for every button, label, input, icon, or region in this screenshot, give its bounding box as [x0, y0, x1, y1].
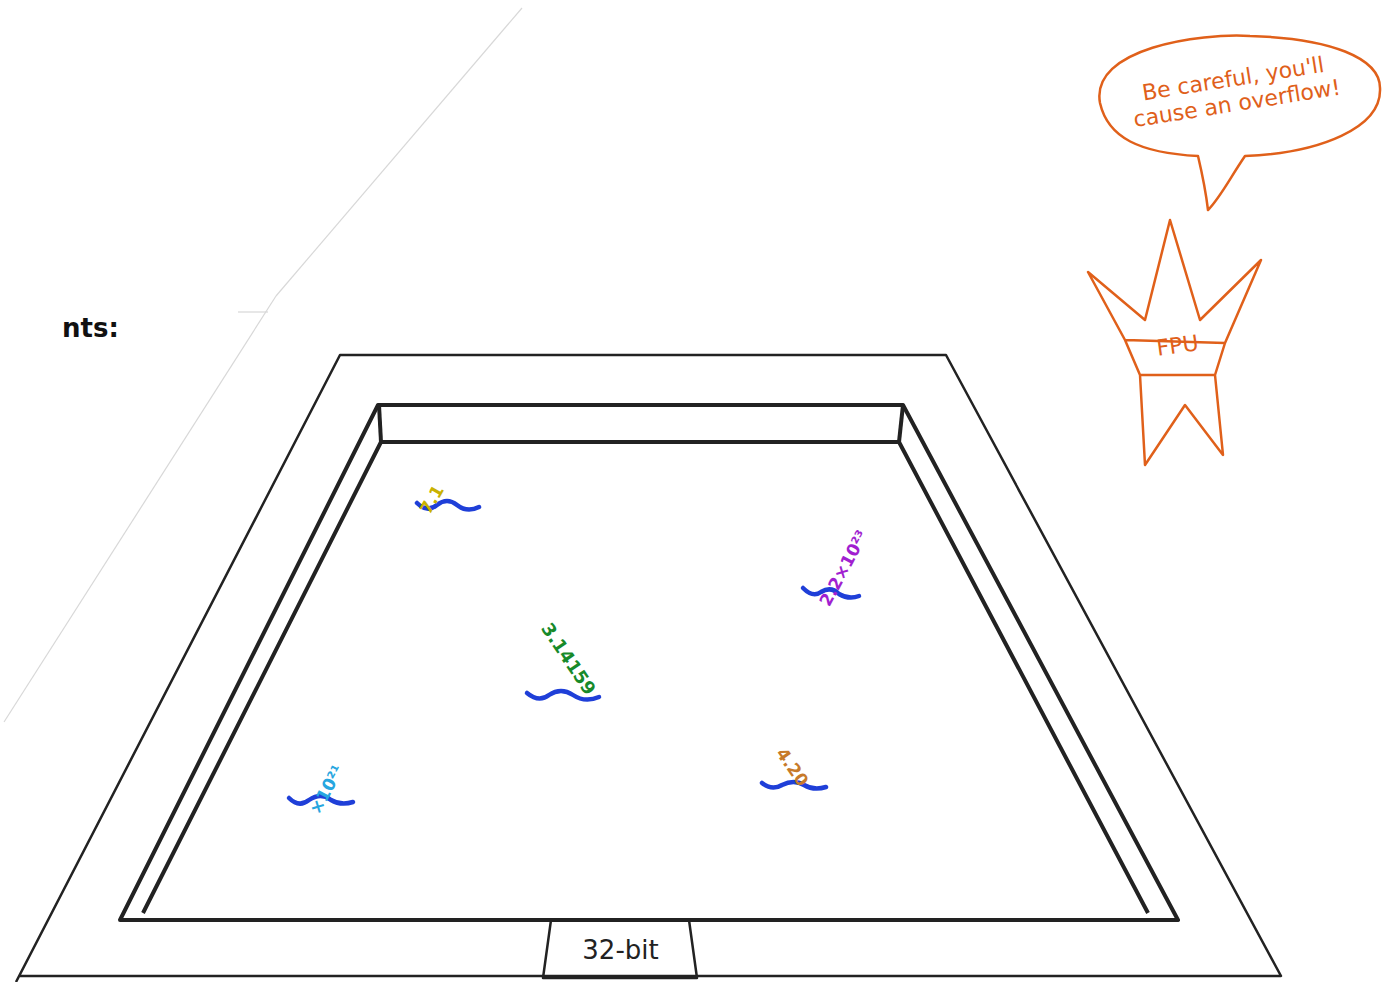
faint-guide-lines	[4, 8, 522, 722]
float-number: 4.20	[773, 745, 811, 789]
cut-heading: nts:	[62, 315, 119, 341]
outline-path	[1088, 220, 1261, 465]
pool-rim	[120, 405, 1178, 920]
guide-line	[238, 311, 268, 312]
guide-line	[276, 8, 522, 296]
guide-line	[4, 296, 276, 722]
node-text: FPU	[1129, 327, 1227, 365]
outline-path	[1099, 36, 1380, 210]
pool-corner	[899, 405, 903, 442]
pool-inner-wall	[143, 442, 1148, 913]
float-number: 7.1	[417, 482, 447, 517]
pool-tag: 32-bit	[543, 920, 698, 982]
fpu-crown: FPU	[1085, 215, 1270, 470]
pool-outline	[16, 355, 1281, 982]
node-text: 32-bit	[543, 936, 698, 966]
water-waves	[289, 501, 859, 804]
float-number: 3.14159	[538, 620, 599, 698]
speech-bubble: Be careful, you'll cause an overflow!	[1080, 28, 1387, 168]
pool-deck	[16, 355, 1281, 982]
pool-corner	[379, 405, 381, 442]
node-text: Be careful, you'll cause an overflow!	[1113, 48, 1358, 136]
outline-path	[543, 920, 697, 978]
float-number: ×10²¹	[307, 762, 347, 817]
